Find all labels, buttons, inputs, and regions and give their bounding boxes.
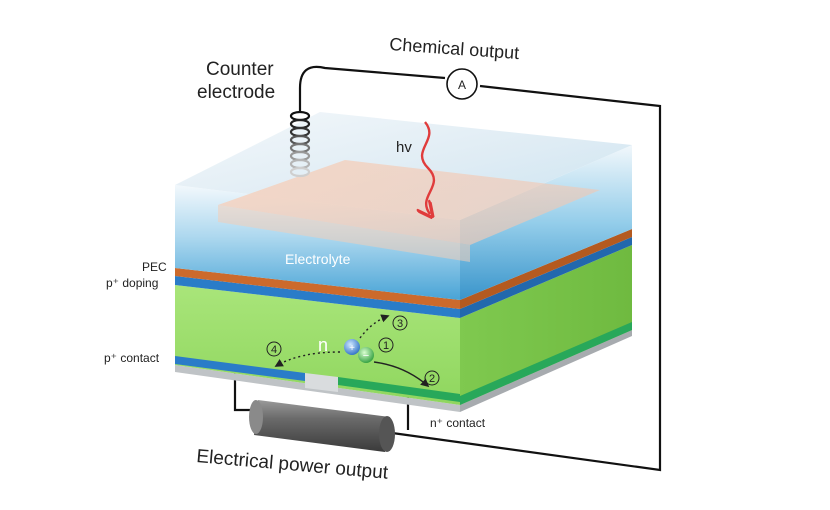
electron-particle [358,347,374,363]
svg-text:2: 2 [429,373,435,385]
substrate-base-side [460,330,632,412]
electrical-power-output-label: Electrical power output [196,446,390,484]
step-3-badge: 3 [392,315,408,331]
n-contact-front [338,377,460,402]
p-contact-strip [175,356,305,381]
electrolyte-label: Electrolyte [285,251,351,267]
pec-label: PEC [142,260,167,274]
p-doping-blue-layer [175,276,460,318]
counter-electrode-label-line1: Counter [206,59,274,80]
ammeter-icon: A [446,68,478,100]
step-4-badge: 4 [266,341,282,357]
counter-electrode-coil-icon [289,88,311,178]
photon-arrow [422,121,434,214]
contact-gap [305,373,338,392]
svg-text:1: 1 [383,340,389,352]
counter-electrode-label-line2: electrode [197,82,275,103]
silicon-side-face [460,245,632,405]
p-contact-label: p⁺ contact [104,351,160,365]
svg-text:3: 3 [397,318,403,330]
ammeter-label: A [458,78,466,92]
photon-label: hv [396,139,412,156]
hole-sign: + [349,343,355,354]
p-doping-label: p⁺ doping [106,276,158,290]
pec-orange-layer [175,268,460,309]
chemical-output-wire-right [384,84,662,472]
step-2-badge: 2 [424,370,440,386]
step-1-badge: 1 [378,337,394,353]
step-2-arrow [373,361,430,388]
n-contact-label: n⁺ contact [430,416,486,430]
pec-orange-side [460,229,632,309]
electrolyte-side-face [460,145,632,300]
electron-sign: − [363,350,369,362]
chemical-output-label: Chemical output [389,34,520,63]
n-contact-strip [460,322,632,405]
svg-text:4: 4 [271,344,277,356]
hole-particle [344,339,360,355]
power-output-cylinder-icon [249,400,395,452]
absorber-slab-top [218,160,600,245]
step-4-arrow [274,351,341,367]
absorber-slab-front [218,205,470,262]
n-region-label: n [318,335,328,355]
chemical-output-wire [298,65,446,89]
p-doping-blue-side [460,237,632,318]
